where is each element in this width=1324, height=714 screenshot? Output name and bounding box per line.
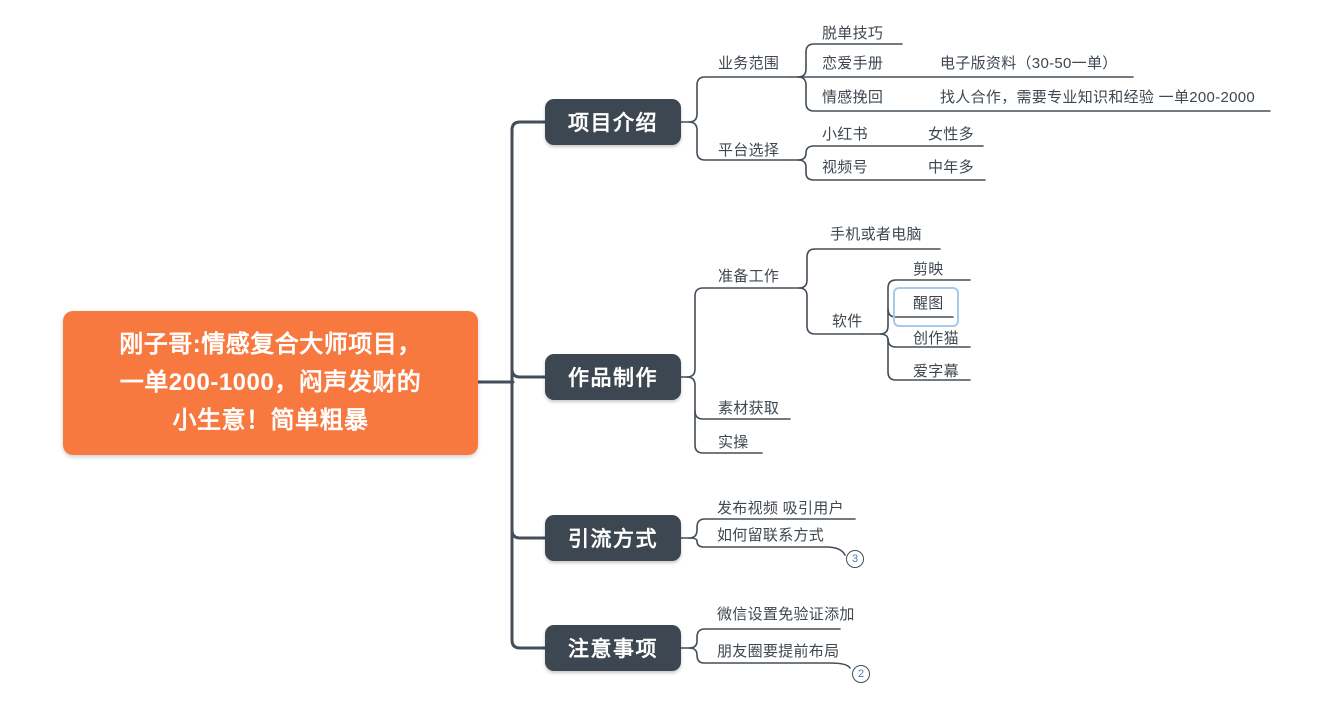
trunk-connectors <box>476 120 548 650</box>
collapse-badge-contact[interactable]: 3 <box>846 550 864 568</box>
subtopic-aizimu[interactable]: 爱字幕 <box>913 363 959 380</box>
root-topic[interactable]: 刚子哥:情感复合大师项目， 一单200-1000，闷声发财的 小生意！简单粗暴 <box>63 311 478 455</box>
subtopic-software[interactable]: 软件 <box>832 313 863 330</box>
main-topic-label: 注意事项 <box>568 638 658 661</box>
main-topic-work-production[interactable]: 作品制作 <box>545 354 681 400</box>
subtopic-publish-video[interactable]: 发布视频 吸引用户 <box>717 500 844 517</box>
main-topic-precautions[interactable]: 注意事项 <box>545 625 681 671</box>
subtopic-chuangzuomao[interactable]: 创作猫 <box>913 330 959 347</box>
collapse-badge-moments[interactable]: 2 <box>852 665 870 683</box>
main-topic-label: 引流方式 <box>568 528 658 551</box>
subtopic-dating-skills[interactable]: 脱单技巧 <box>822 25 884 42</box>
subtopic-wechat-no-verify[interactable]: 微信设置免验证添加 <box>717 606 855 623</box>
subtopic-practice[interactable]: 实操 <box>718 434 749 451</box>
subtopic-platform-choice[interactable]: 平台选择 <box>718 142 780 159</box>
branch-connectors <box>680 43 1271 669</box>
subtopic-material-gather[interactable]: 素材获取 <box>718 400 780 417</box>
subtopic-jianying[interactable]: 剪映 <box>913 261 944 278</box>
subtopic-video-account[interactable]: 视频号 <box>822 159 868 176</box>
main-topic-label: 作品制作 <box>568 367 658 390</box>
root-topic-label: 刚子哥:情感复合大师项目， 一单200-1000，闷声发财的 小生意！简单粗暴 <box>119 331 422 434</box>
subtopic-business-scope[interactable]: 业务范围 <box>718 55 780 72</box>
subtopic-middle-aged[interactable]: 中年多 <box>928 159 974 176</box>
subtopic-ebook-material[interactable]: 电子版资料（30-50一单） <box>940 55 1118 72</box>
subtopic-xiaohongshu[interactable]: 小红书 <box>822 126 868 143</box>
subtopic-xingtu[interactable]: 醒图 <box>913 295 944 312</box>
subtopic-emotion-recovery[interactable]: 情感挽回 <box>822 89 884 106</box>
main-topic-traffic-method[interactable]: 引流方式 <box>545 515 681 561</box>
subtopic-cooperation-note[interactable]: 找人合作，需要专业知识和经验 一单200-2000 <box>940 89 1256 106</box>
selection-highlight <box>893 287 959 327</box>
subtopic-leave-contact[interactable]: 如何留联系方式 <box>717 527 825 544</box>
subtopic-phone-or-pc[interactable]: 手机或者电脑 <box>830 226 922 243</box>
main-topic-project-intro[interactable]: 项目介绍 <box>545 99 681 145</box>
main-topic-label: 项目介绍 <box>568 112 658 135</box>
subtopic-preparation[interactable]: 准备工作 <box>718 268 780 285</box>
subtopic-mostly-female[interactable]: 女性多 <box>928 126 974 143</box>
subtopic-moments-layout[interactable]: 朋友圈要提前布局 <box>717 643 840 660</box>
subtopic-love-handbook[interactable]: 恋爱手册 <box>822 55 884 72</box>
